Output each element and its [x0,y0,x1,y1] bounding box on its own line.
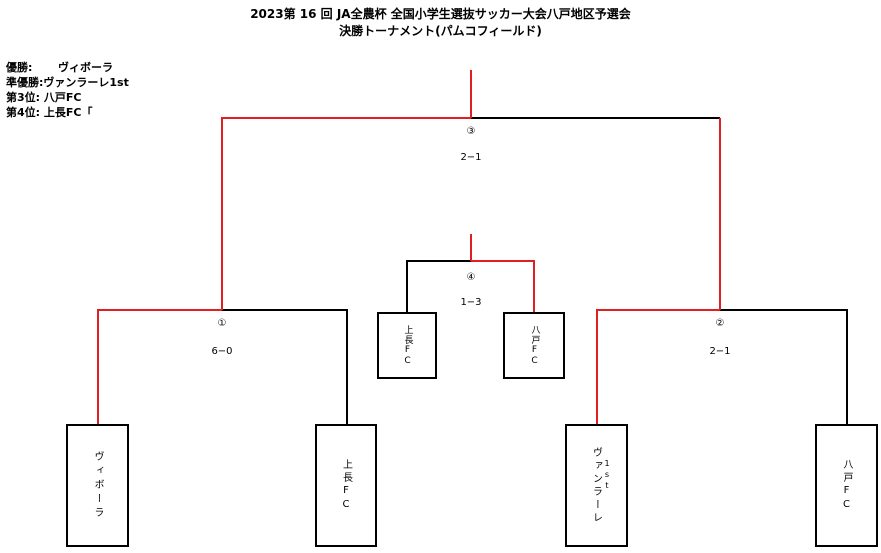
standing-label: 優勝: [6,61,33,74]
bracket-black-lines [222,117,848,424]
team-name: 八戸FC [529,324,540,367]
team-box-tp-left: 上長FC [377,312,437,379]
final-number: ③ [466,126,476,137]
final-standings: 優勝: ヴィボーラ 準優勝:ヴァンラーレ1st 第3位: 八戸FC 第4位: 上長… [6,60,129,120]
standing-team: ヴィボーラ [58,61,113,74]
team-name: ヴィボーラ [92,450,103,521]
standing-team: ヴァンラーレ1st [43,76,129,89]
m2-right-arm [720,309,848,424]
final-left-bar [221,117,471,310]
m1-score: 6−0 [211,346,233,357]
standing-runner-up: 準優勝:ヴァンラーレ1st [6,75,129,90]
bracket-red-lines [97,70,721,424]
team-name: 上長FC [402,324,413,367]
page-subtitle: 決勝トーナメント(パムコフィールド) [339,24,542,38]
standing-label: 第3位: [6,91,41,104]
standing-team: 上長FC「 [43,106,93,119]
standing-fourth: 第4位: 上長FC「 [6,105,129,120]
final-score: 2−1 [460,152,482,163]
team-box-1: ヴィボーラ [66,424,129,547]
page-title: 2023第 16 回 JA全農杯 全国小学生選抜サッカー大会八戸地区予選会 [250,7,631,21]
team-name: 上長FC [340,458,352,513]
standing-label: 第4位: [6,106,41,119]
team-name: 八戸FC [841,458,852,513]
standing-champion: 優勝: ヴィボーラ [6,60,129,75]
team-box-3: ヴァンラーレ 1st [565,424,628,547]
team-box-4: 八戸FC [815,424,878,547]
m2-number: ② [715,318,725,329]
m1-right-arm [222,309,348,424]
third-place-score: 1−3 [460,297,482,308]
team-box-tp-right: 八戸FC [503,312,565,379]
m1-number: ① [217,318,227,329]
standing-label: 準優勝: [6,76,44,89]
third-place-number: ④ [466,272,476,283]
standing-third: 第3位: 八戸FC [6,90,129,105]
tp-right-arm [471,260,535,312]
standing-team: 八戸FC [43,91,82,104]
m2-left-arm [596,309,720,424]
m2-score: 2−1 [709,346,731,357]
team-name: ヴァンラーレ [590,446,602,525]
tp-left-arm [406,260,471,312]
m1-left-arm [97,309,222,424]
team-name-suffix: 1st [602,459,612,492]
team-box-2: 上長FC [315,424,377,547]
